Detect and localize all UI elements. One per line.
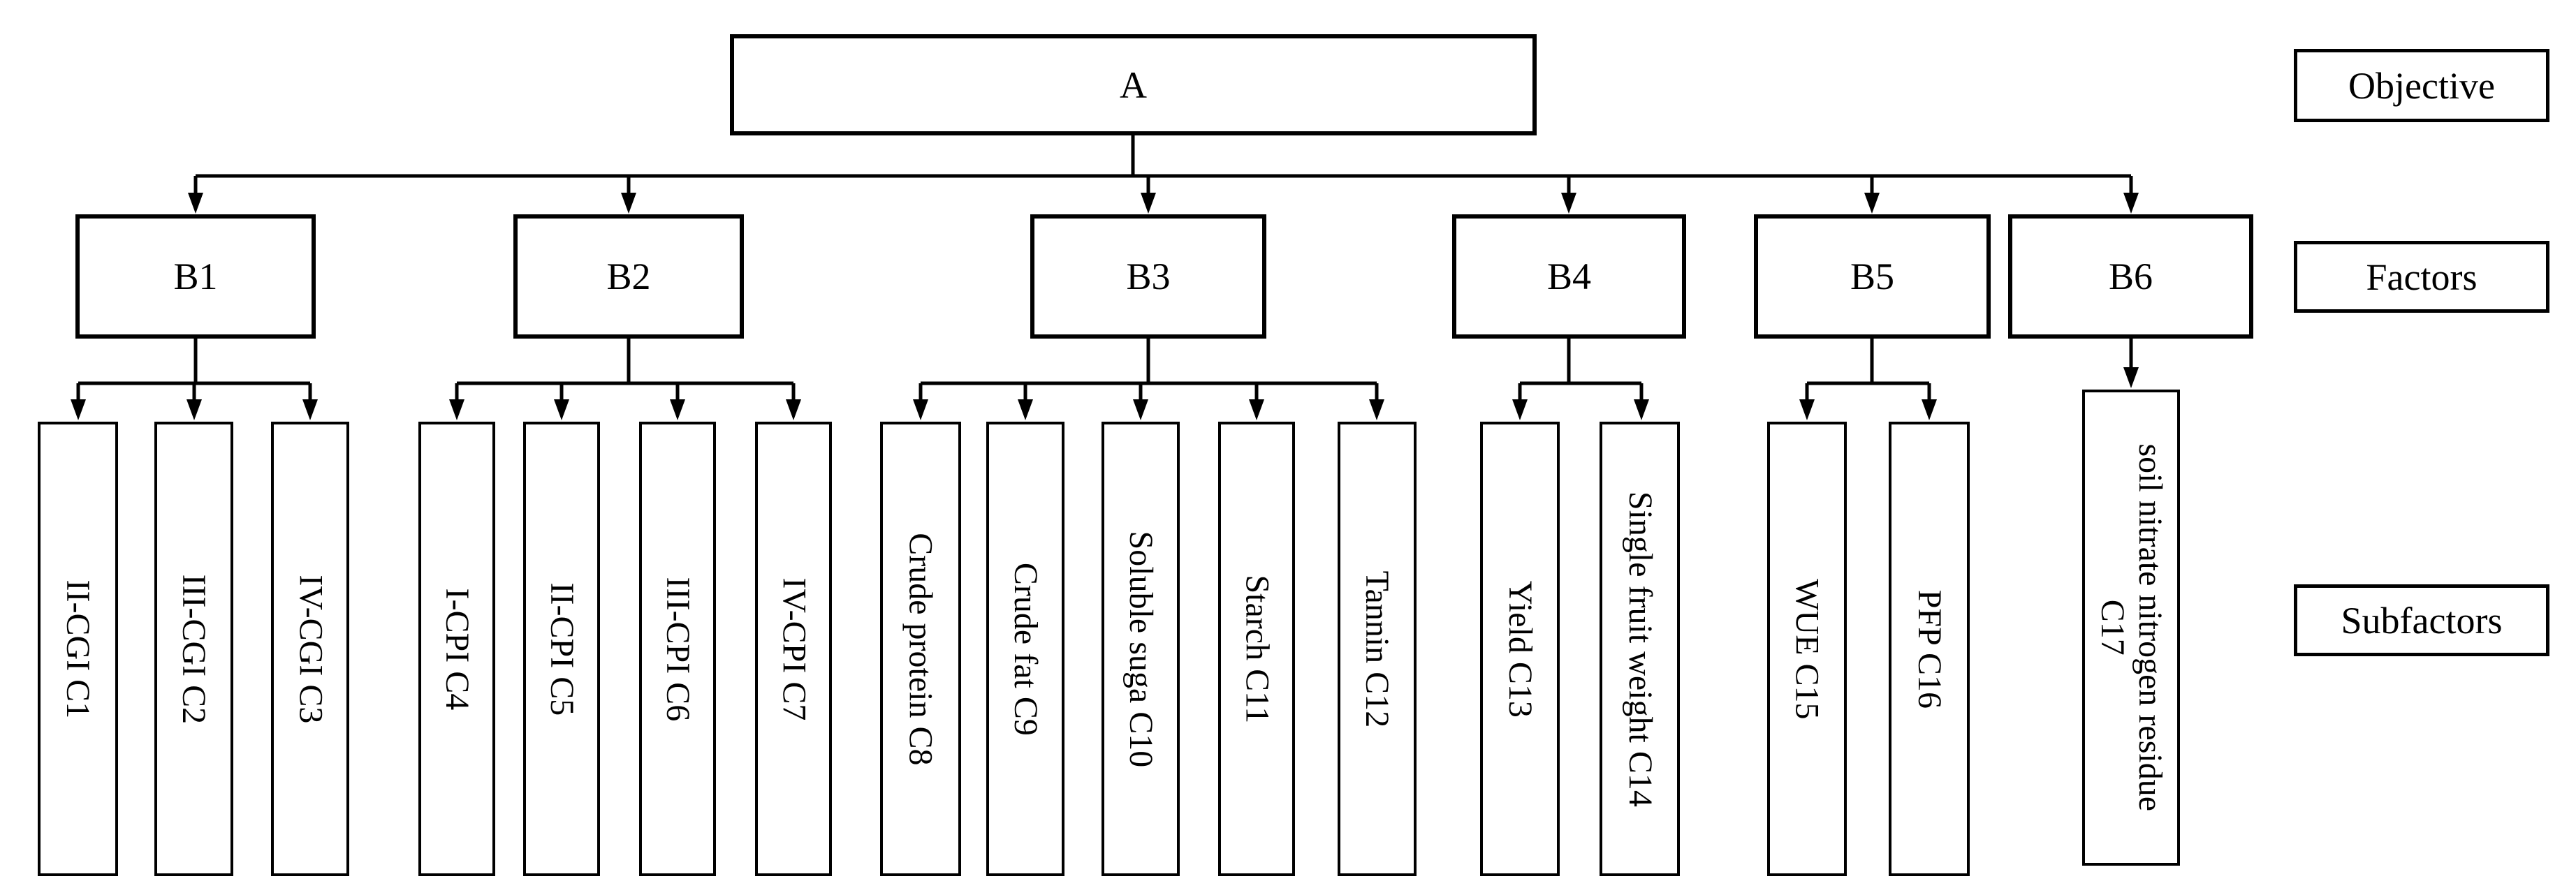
- subfactor-node-label: III-CGI C2: [175, 574, 213, 724]
- subfactor-node-C13: Yield C13: [1480, 422, 1560, 876]
- subfactor-node-C4: I-CPI C4: [418, 422, 495, 876]
- subfactor-node-C16: PFP C16: [1889, 422, 1970, 876]
- legend-objective-label: Objective: [2348, 64, 2495, 107]
- factor-node-label: B6: [2108, 256, 2153, 297]
- arrowheads: [71, 193, 2139, 420]
- factor-node-B6: B6: [2008, 214, 2253, 339]
- subfactor-node-label: Starch C11: [1238, 575, 1275, 723]
- subfactor-node-C14: Single fruit weight C14: [1600, 422, 1680, 876]
- subfactor-node-C7: IV-CPI C7: [755, 422, 832, 876]
- subfactor-node-C15: WUE C15: [1767, 422, 1847, 876]
- subfactor-node-label-line1: soil nitrate nitrogen residue: [2131, 443, 2169, 812]
- subfactor-node-label: IV-CGI C3: [291, 575, 329, 723]
- factor-node-B5: B5: [1754, 214, 1991, 339]
- subfactor-node-label: I-CPI C4: [438, 588, 476, 710]
- subfactor-node-C6: III-CPI C6: [639, 422, 716, 876]
- subfactor-node-label: Yield C13: [1501, 580, 1539, 718]
- subfactor-node-label: WUE C15: [1788, 578, 1826, 720]
- subfactor-node-label: soil nitrate nitrogen residue C17: [2093, 444, 2169, 812]
- subfactor-node-C8: Crude protein C8: [880, 422, 961, 876]
- legend-factors-label: Factors: [2366, 256, 2478, 298]
- legend-subfactors-label: Subfactors: [2341, 599, 2503, 642]
- factor-node-B1: B1: [75, 214, 316, 339]
- subfactor-node-C12: Tannin C12: [1338, 422, 1417, 876]
- subfactor-node-C10: Soluble suga C10: [1102, 422, 1180, 876]
- factor-node-label: B2: [606, 256, 651, 297]
- factor-node-label: B3: [1126, 256, 1171, 297]
- legend-subfactors: Subfactors: [2294, 584, 2549, 656]
- subfactor-node-C5: II-CPI C5: [523, 422, 600, 876]
- subfactor-node-C1: II-CGI C1: [38, 422, 118, 876]
- legend-objective: Objective: [2294, 49, 2549, 122]
- tree-edges: [76, 135, 2133, 402]
- legend-factors: Factors: [2294, 241, 2549, 313]
- factor-node-label: B5: [1850, 256, 1895, 297]
- objective-node-A: A: [730, 34, 1537, 135]
- subfactor-node-label: IV-CPI C7: [775, 577, 812, 720]
- factor-node-B2: B2: [513, 214, 744, 339]
- subfactor-node-label: Tannin C12: [1359, 570, 1396, 727]
- subfactor-node-C3: IV-CGI C3: [271, 422, 349, 876]
- subfactor-node-label: Crude fat C9: [1007, 562, 1044, 736]
- subfactor-node-C17: soil nitrate nitrogen residue C17: [2082, 390, 2180, 866]
- subfactor-node-C9: Crude fat C9: [986, 422, 1064, 876]
- subfactor-node-label: Single fruit weight C14: [1621, 491, 1659, 807]
- subfactor-node-label: II-CGI C1: [59, 579, 97, 718]
- subfactor-node-label: Crude protein C8: [902, 532, 939, 766]
- factor-node-label: B4: [1546, 256, 1592, 297]
- subfactor-node-C2: III-CGI C2: [154, 422, 233, 876]
- subfactor-node-label: II-CPI C5: [543, 582, 580, 716]
- objective-node-label: A: [1120, 64, 1147, 106]
- subfactor-node-label-line2: C17: [2094, 599, 2131, 656]
- factor-node-B4: B4: [1452, 214, 1686, 339]
- subfactor-node-C11: Starch C11: [1218, 422, 1295, 876]
- subfactor-node-label: Soluble suga C10: [1122, 531, 1159, 767]
- subfactor-node-label: PFP C16: [1910, 589, 1948, 709]
- subfactor-node-label: III-CPI C6: [659, 577, 696, 721]
- factor-node-label: B1: [173, 256, 218, 297]
- factor-node-B3: B3: [1030, 214, 1266, 339]
